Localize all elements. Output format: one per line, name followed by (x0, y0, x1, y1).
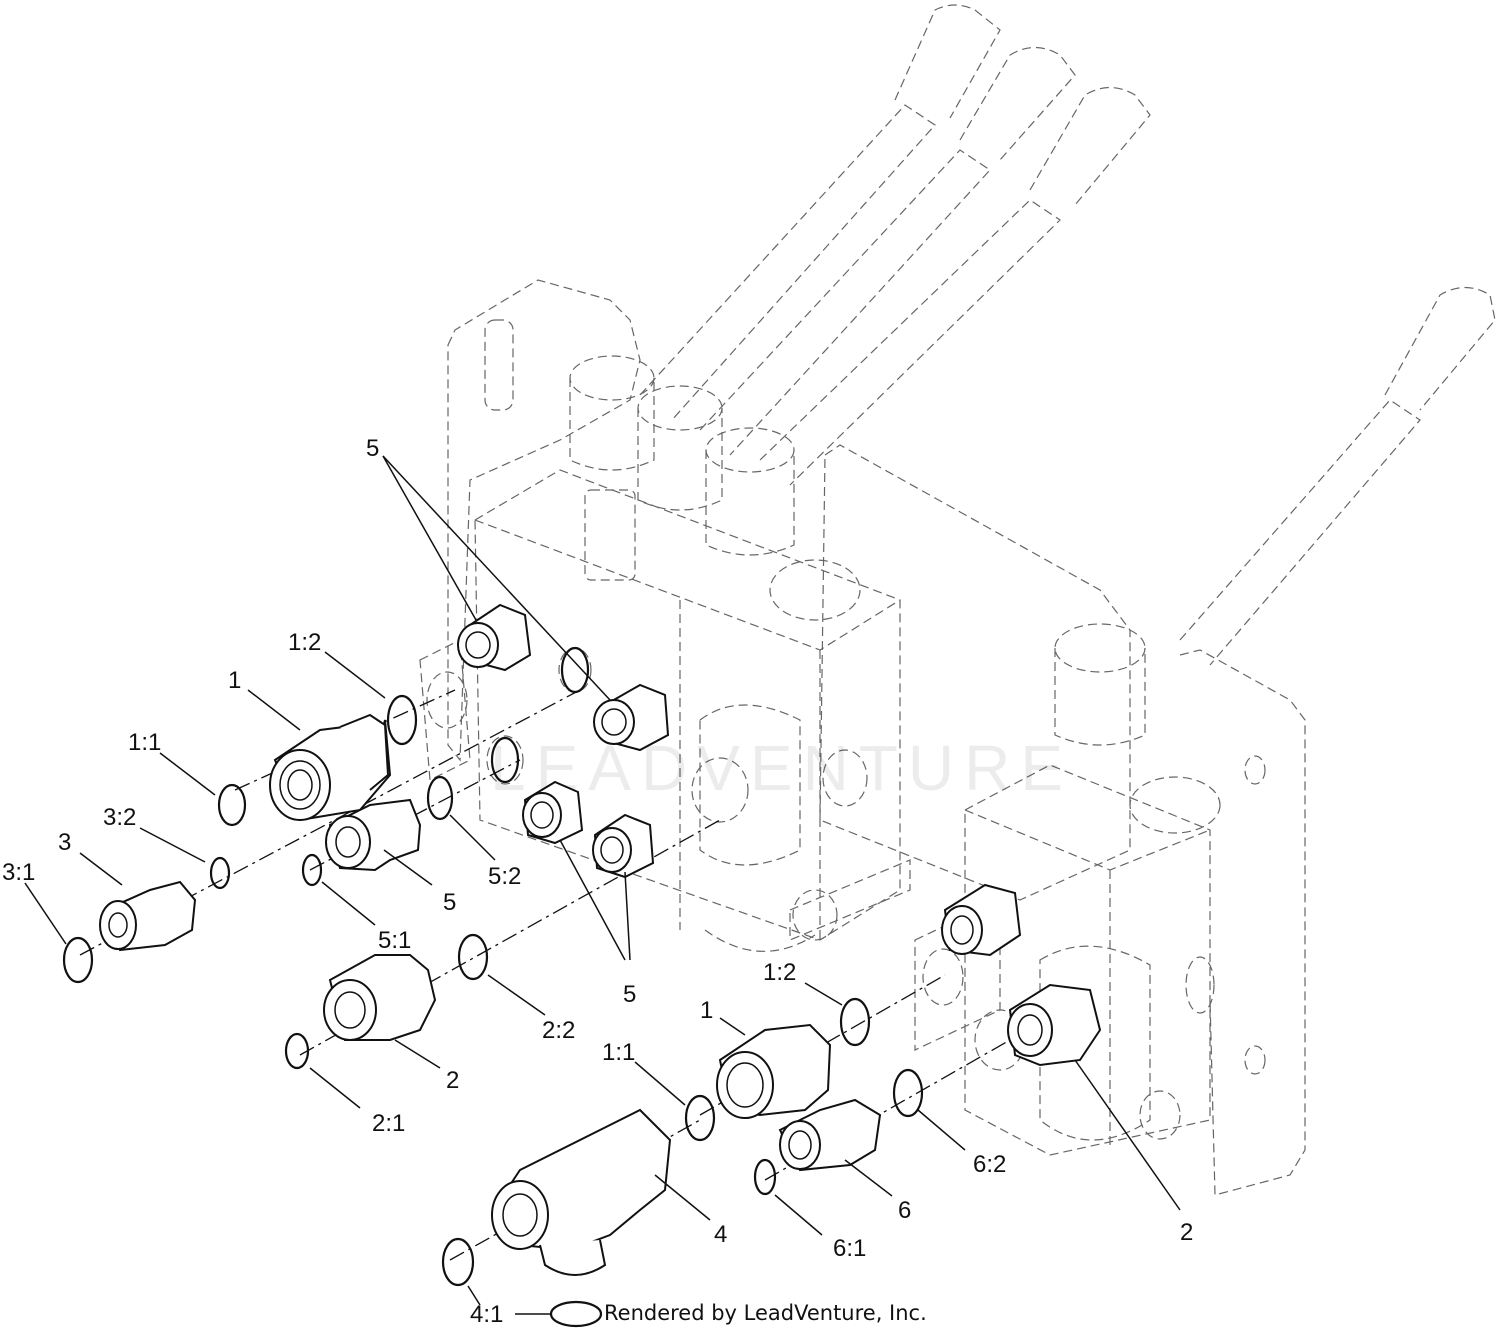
callout-1-1-right: 1:1 (602, 1039, 635, 1066)
fitting-2-left (323, 954, 437, 1041)
o-ring-1-1-right (684, 1094, 716, 1142)
callout-5-1: 5:1 (378, 927, 411, 954)
callout-2-1: 2:1 (372, 1110, 405, 1137)
fitting-1-left (269, 713, 392, 822)
fitting-4-swivel-tee (491, 1108, 672, 1276)
callout-5-mid: 5 (443, 889, 456, 916)
callout-6-1: 6:1 (833, 1235, 866, 1262)
callout-2-left: 2 (446, 1067, 459, 1094)
valve-assembly-background (419, 4, 1496, 1196)
mounting-bracket-left (447, 279, 641, 762)
watermark: LEADVENTURE (490, 732, 1073, 804)
callout-1-left: 1 (228, 667, 241, 694)
o-ring-6-2 (892, 1068, 924, 1118)
callout-1-2-right: 1:2 (763, 959, 796, 986)
o-ring-3-1 (62, 936, 94, 984)
callout-4: 4 (714, 1221, 727, 1248)
callout-labels: 5 1:2 1 1:1 3:2 3 3:1 5:2 5 5:1 5 2:2 2 … (2, 435, 1193, 1328)
o-ring-5-lower (490, 736, 520, 784)
fitting-5-left (325, 798, 422, 872)
o-ring-3-2 (209, 856, 231, 890)
rendered-by-credit: Rendered by LeadVenture, Inc. (604, 1301, 927, 1325)
callout-6-2: 6:2 (973, 1151, 1006, 1178)
o-ring-4-1 (441, 1237, 475, 1287)
bracket-slot (484, 319, 514, 411)
fitting-1-right (716, 1023, 832, 1119)
callout-3: 3 (58, 829, 71, 856)
o-ring-2-1 (284, 1032, 310, 1070)
o-ring-credit (549, 1300, 603, 1328)
callout-3-2: 3:2 (103, 804, 136, 831)
callout-6: 6 (898, 1197, 911, 1224)
o-ring-5-2 (426, 775, 454, 821)
callout-2-2: 2:2 (542, 1017, 575, 1044)
callout-5-bottom: 5 (623, 981, 636, 1008)
callout-5-top: 5 (366, 435, 379, 462)
o-ring-1-1-left (217, 783, 247, 827)
leader-lines (24, 455, 1181, 1315)
fitting-5-mid (593, 683, 670, 752)
fitting-2-right (1007, 983, 1102, 1067)
fitting-6 (778, 1098, 882, 1172)
o-ring-6-1 (753, 1158, 777, 1196)
fitting-5-lower-a (522, 780, 584, 845)
port-bosses (419, 639, 1026, 1071)
o-ring-1-2-right (839, 997, 871, 1047)
callout-3-1: 3:1 (2, 859, 35, 886)
callout-1-right: 1 (700, 997, 713, 1024)
o-ring-2-2 (457, 933, 489, 981)
o-ring-1-2-left (386, 694, 418, 746)
callout-5-2: 5:2 (488, 863, 521, 890)
control-levers (639, 4, 1496, 666)
o-ring-5-1 (301, 853, 323, 887)
callout-2-right: 2 (1180, 1219, 1193, 1246)
fitting-3 (99, 880, 197, 952)
valve-body-left (474, 355, 911, 952)
fitting-5-top (457, 603, 532, 672)
callout-4-1: 4:1 (470, 1301, 503, 1328)
fitting-5-lower-b (592, 813, 655, 879)
valve-body-right (819, 444, 1306, 1196)
fittings (99, 603, 1102, 1276)
callout-1-2-left: 1:2 (288, 629, 321, 656)
callout-1-1-left: 1:1 (128, 729, 161, 756)
o-rings (62, 646, 924, 1328)
fitting-right-valve-upper (941, 883, 1022, 957)
o-ring-5-top (560, 646, 590, 694)
